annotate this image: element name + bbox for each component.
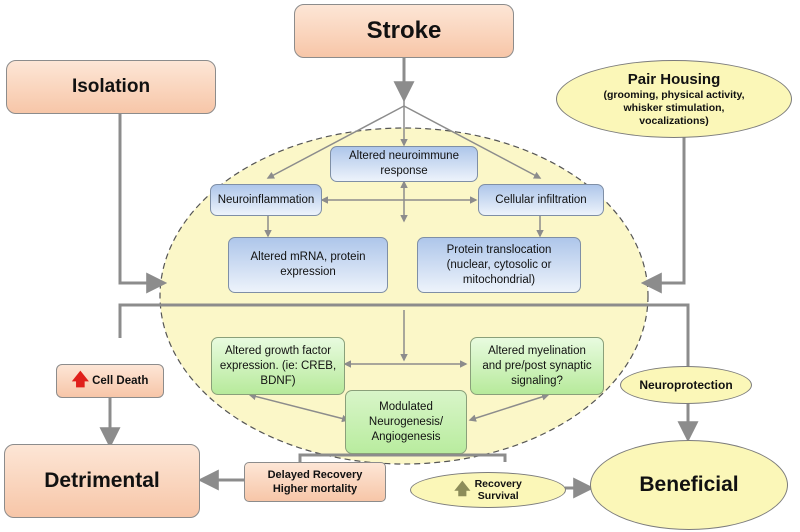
higher-mortality-label: Higher mortality xyxy=(272,483,358,495)
pair-housing-title: Pair Housing xyxy=(627,70,721,88)
delayed-recovery-label: Delayed Recovery xyxy=(267,469,363,481)
cell-death-label: Cell Death xyxy=(92,375,149,387)
recovery-survival-node: 🡅 Recovery Survival xyxy=(410,472,566,508)
neuroinflammation-node: Neuroinflammation xyxy=(210,184,322,216)
myelination-node: Altered myelination and pre/post synapti… xyxy=(470,337,604,395)
isolation-node: Isolation xyxy=(6,60,216,114)
neurogenesis-node: Modulated Neurogenesis/ Angiogenesis xyxy=(345,390,467,454)
cellular-infiltration-node: Cellular infiltration xyxy=(478,184,604,216)
up-arrow-icon: 🡅 xyxy=(71,369,90,389)
pair-housing-node: Pair Housing (grooming, physical activit… xyxy=(556,60,792,138)
neuroprotection-node: Neuroprotection xyxy=(620,366,752,404)
stroke-node: Stroke xyxy=(294,4,514,58)
protein-translocation-node: Protein translocation (nuclear, cytosoli… xyxy=(417,237,581,293)
up-arrow-icon: 🡅 xyxy=(454,481,471,498)
beneficial-node: Beneficial xyxy=(590,440,788,530)
cell-death-node: 🡅 Cell Death xyxy=(56,364,164,398)
detrimental-node: Detrimental xyxy=(4,444,200,518)
thick-arrows xyxy=(99,58,699,499)
thin-arrows xyxy=(248,100,550,423)
growth-factor-node: Altered growth factor expression. (ie: C… xyxy=(211,337,345,395)
delayed-recovery-node: Delayed Recovery Higher mortality xyxy=(244,462,386,502)
mrna-protein-node: Altered mRNA, protein expression xyxy=(228,237,388,293)
recovery-label: Recovery xyxy=(474,478,522,490)
pair-housing-detail: (grooming, physical activity, whisker st… xyxy=(603,88,745,127)
survival-label: Survival xyxy=(477,490,519,502)
neuroimmune-node: Altered neuroimmune response xyxy=(330,146,478,182)
